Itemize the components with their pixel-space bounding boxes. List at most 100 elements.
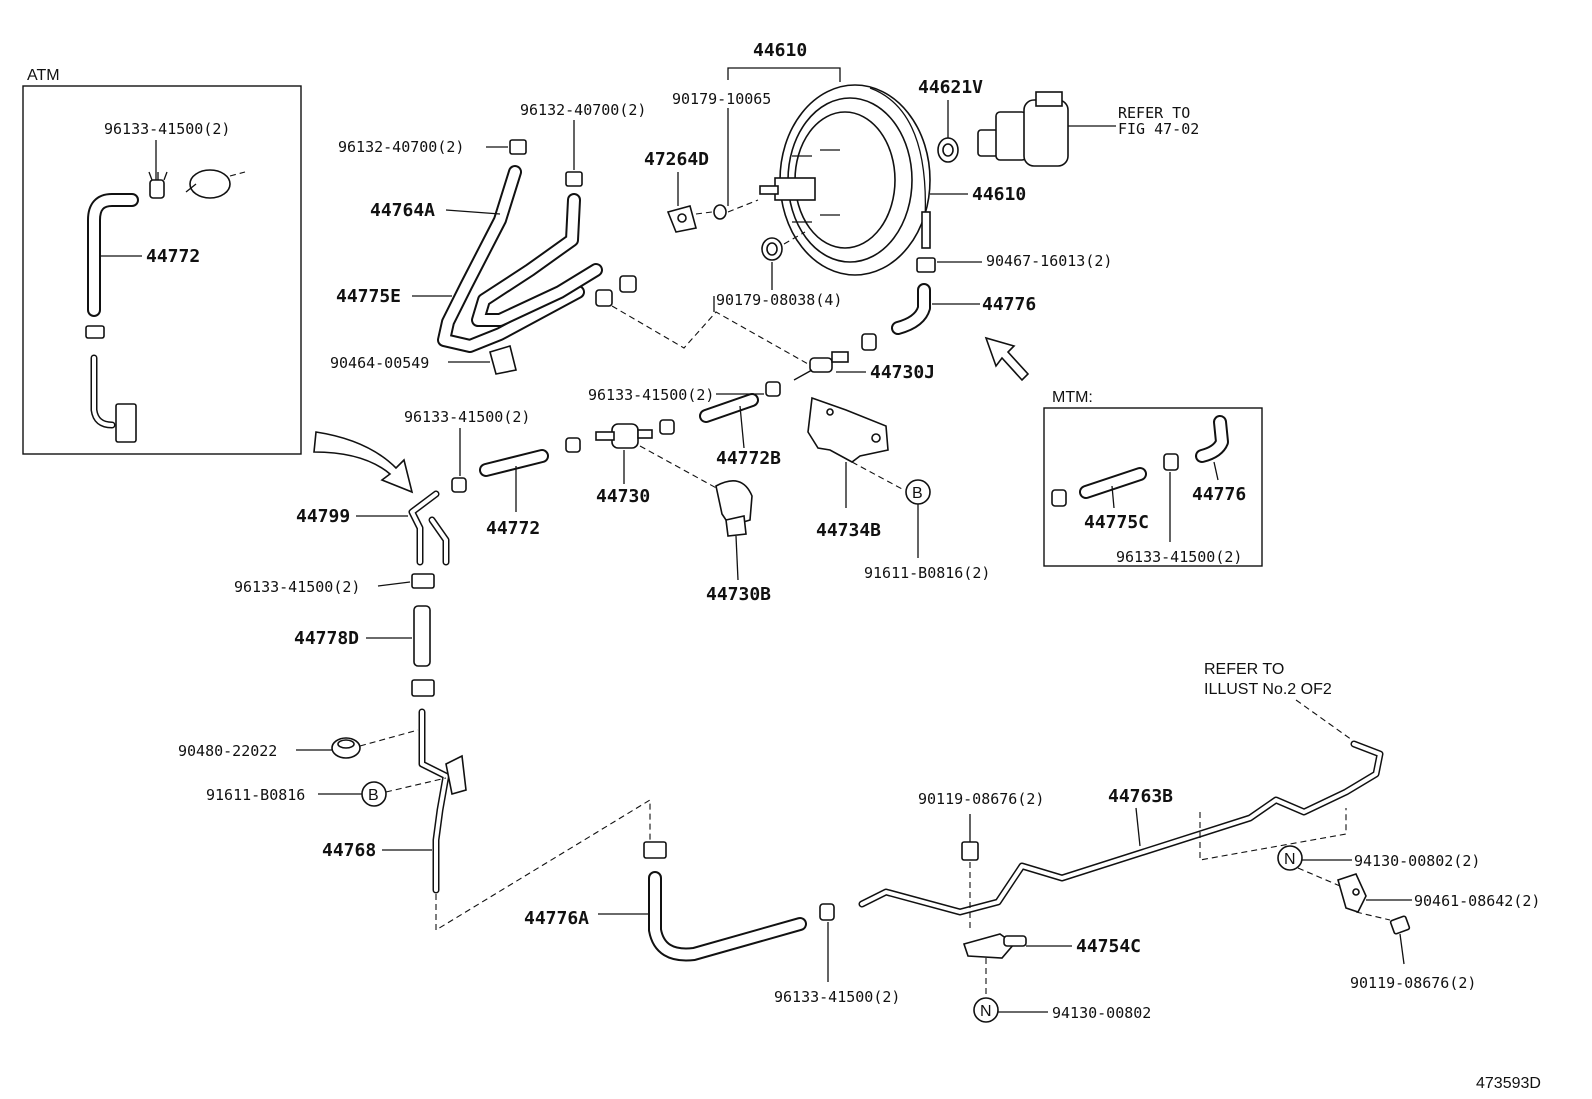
atm-lower-pipe	[90, 354, 137, 443]
refer-illust-line2: ILLUST No.2 OF2	[1204, 681, 1332, 698]
bolt-top-icon	[961, 820, 979, 861]
hose-44778d-label: 44778D	[294, 628, 359, 649]
bolt-top-label: 90119-08676(2)	[918, 790, 1044, 808]
left-clip-label: 96133-41500(2)	[234, 578, 360, 596]
mtm-hose-label: 44776	[1192, 484, 1246, 505]
hose-e-label: 44775E	[336, 286, 401, 307]
clamp-right-icon	[1337, 873, 1367, 913]
mtm-clip-icon	[1163, 453, 1179, 471]
upper-clip-right2-icon	[595, 289, 613, 307]
nut-label: 94130-00802	[1052, 1004, 1151, 1022]
mtm-inset-frame	[1043, 407, 1263, 567]
valve-j-label: 44730J	[870, 362, 935, 383]
lower-guide-line	[435, 799, 651, 931]
atm-clip-lower-icon	[85, 325, 105, 339]
left-clip-icon	[411, 573, 435, 589]
nut-marker-n-text: N	[980, 1003, 992, 1020]
left-bolt-label: 91611-B0816	[206, 786, 305, 804]
refer-illust-leader	[1295, 699, 1353, 741]
hose-44772-icon	[479, 449, 549, 477]
booster-clamp-icon	[916, 257, 936, 273]
bracket-label: 47264D	[644, 149, 709, 170]
upper-clip-top-label: 96132-40700(2)	[520, 101, 646, 119]
hose-clamp-icon	[489, 344, 517, 375]
bolt-right-icon	[1389, 915, 1411, 965]
master-cylinder	[977, 91, 1116, 167]
valve-holder-icon	[715, 480, 753, 537]
valve-label: 44730	[596, 486, 650, 507]
mtm-inset: MTM: 44775C 44776 96133-41500(2)	[1043, 389, 1263, 567]
hose-44772b-icon	[699, 393, 759, 423]
refer-fig-label: FIG 47-02	[1118, 120, 1199, 138]
hose-b-label: 44772B	[716, 448, 781, 469]
right-marker-n-icon: N	[1277, 845, 1303, 871]
hose-a-label: 44764A	[370, 200, 435, 221]
hose-44778d-icon	[413, 605, 431, 667]
booster-nut-label: 90179-08038(4)	[716, 291, 842, 309]
booster-nipple	[921, 211, 931, 249]
booster-top-label: 44610	[753, 40, 807, 61]
marker-b-icon: B	[905, 479, 931, 505]
mtm-hose-c-label: 44775C	[1084, 512, 1149, 533]
hose-44776a-label: 44776A	[524, 908, 589, 929]
lower-clip-icon	[819, 903, 835, 921]
clip-b-label: 96133-41500(2)	[404, 408, 530, 426]
booster-hose-icon	[891, 283, 931, 335]
valve-clip-icon	[659, 419, 675, 435]
valve-clip2-icon	[565, 437, 581, 453]
booster-push-rod	[774, 177, 816, 201]
clamp-44754c-icon	[962, 933, 1027, 959]
upper-clip-right-icon	[619, 275, 637, 293]
right-marker-n-text: N	[1284, 851, 1296, 868]
mtm-clip-label: 96133-41500(2)	[1116, 548, 1242, 566]
grommet-icon	[331, 737, 361, 759]
booster-labels: 44610 90179-10065 44610 44621V	[672, 40, 1026, 206]
left-marker-b-text: B	[368, 787, 379, 804]
upper-clip-top-icon	[565, 171, 583, 187]
gasket-label: 44621V	[918, 77, 983, 98]
atm-inset-title: ATM	[27, 67, 60, 84]
left-marker-b-icon: B	[361, 781, 387, 807]
atm-filter-icon	[185, 169, 246, 199]
clamp-44754c-label: 44754C	[1076, 936, 1141, 957]
clamp-right-label: 90461-08642(2)	[1414, 892, 1540, 910]
mtm-hose-icon	[1195, 415, 1229, 463]
mtm-clip-left-icon	[1051, 489, 1067, 507]
booster-hose-clip-icon	[861, 333, 877, 351]
upper-clip-left-label: 96132-40700(2)	[338, 138, 464, 156]
bracket-44734b-label: 44734B	[816, 520, 881, 541]
pipe-44763b-label: 44763B	[1108, 786, 1173, 807]
bracket-bolt-label: 91611-B0816(2)	[864, 564, 990, 582]
holder-label: 44730B	[706, 584, 771, 605]
atm-inset-frame	[22, 85, 302, 455]
bracket-47264d-icon	[666, 205, 697, 233]
check-valve-icon	[595, 423, 653, 449]
pipe-44768-icon	[418, 708, 467, 894]
hose-label: 44772	[486, 518, 540, 539]
pin-washer-icon	[713, 204, 727, 220]
clip-b-icon	[451, 477, 467, 493]
bracket-44734b-icon	[807, 396, 889, 463]
refer-to-label: REFER TO	[1118, 104, 1190, 122]
hose-44799-label: 44799	[296, 506, 350, 527]
booster-clamp-label: 90467-16013(2)	[986, 252, 1112, 270]
mtm-hose-c-icon	[1079, 467, 1147, 499]
refer-illust-line1: REFER TO	[1204, 661, 1284, 678]
hose-clamp-label: 90464-00549	[330, 354, 429, 372]
clip-a-icon	[765, 381, 781, 397]
booster-pin-label: 90179-10065	[672, 90, 771, 108]
mtm-pointer-arrow	[984, 336, 1030, 382]
pipe-44768-label: 44768	[322, 840, 376, 861]
marker-b-text: B	[912, 485, 923, 502]
atm-clip-label: 96133-41500(2)	[104, 120, 230, 138]
lower-clip-top-icon	[643, 841, 667, 859]
atm-clip-icon	[148, 171, 168, 199]
booster-hose-label: 44776	[982, 294, 1036, 315]
atm-inset: ATM 96133-41500(2) 44772	[22, 67, 302, 455]
clip-a-label: 96133-41500(2)	[588, 386, 714, 404]
left-clip2-icon	[411, 679, 435, 697]
hose-44799-icon	[408, 490, 450, 566]
lower-clip-label: 96133-41500(2)	[774, 988, 900, 1006]
booster-side-label: 44610	[972, 184, 1026, 205]
